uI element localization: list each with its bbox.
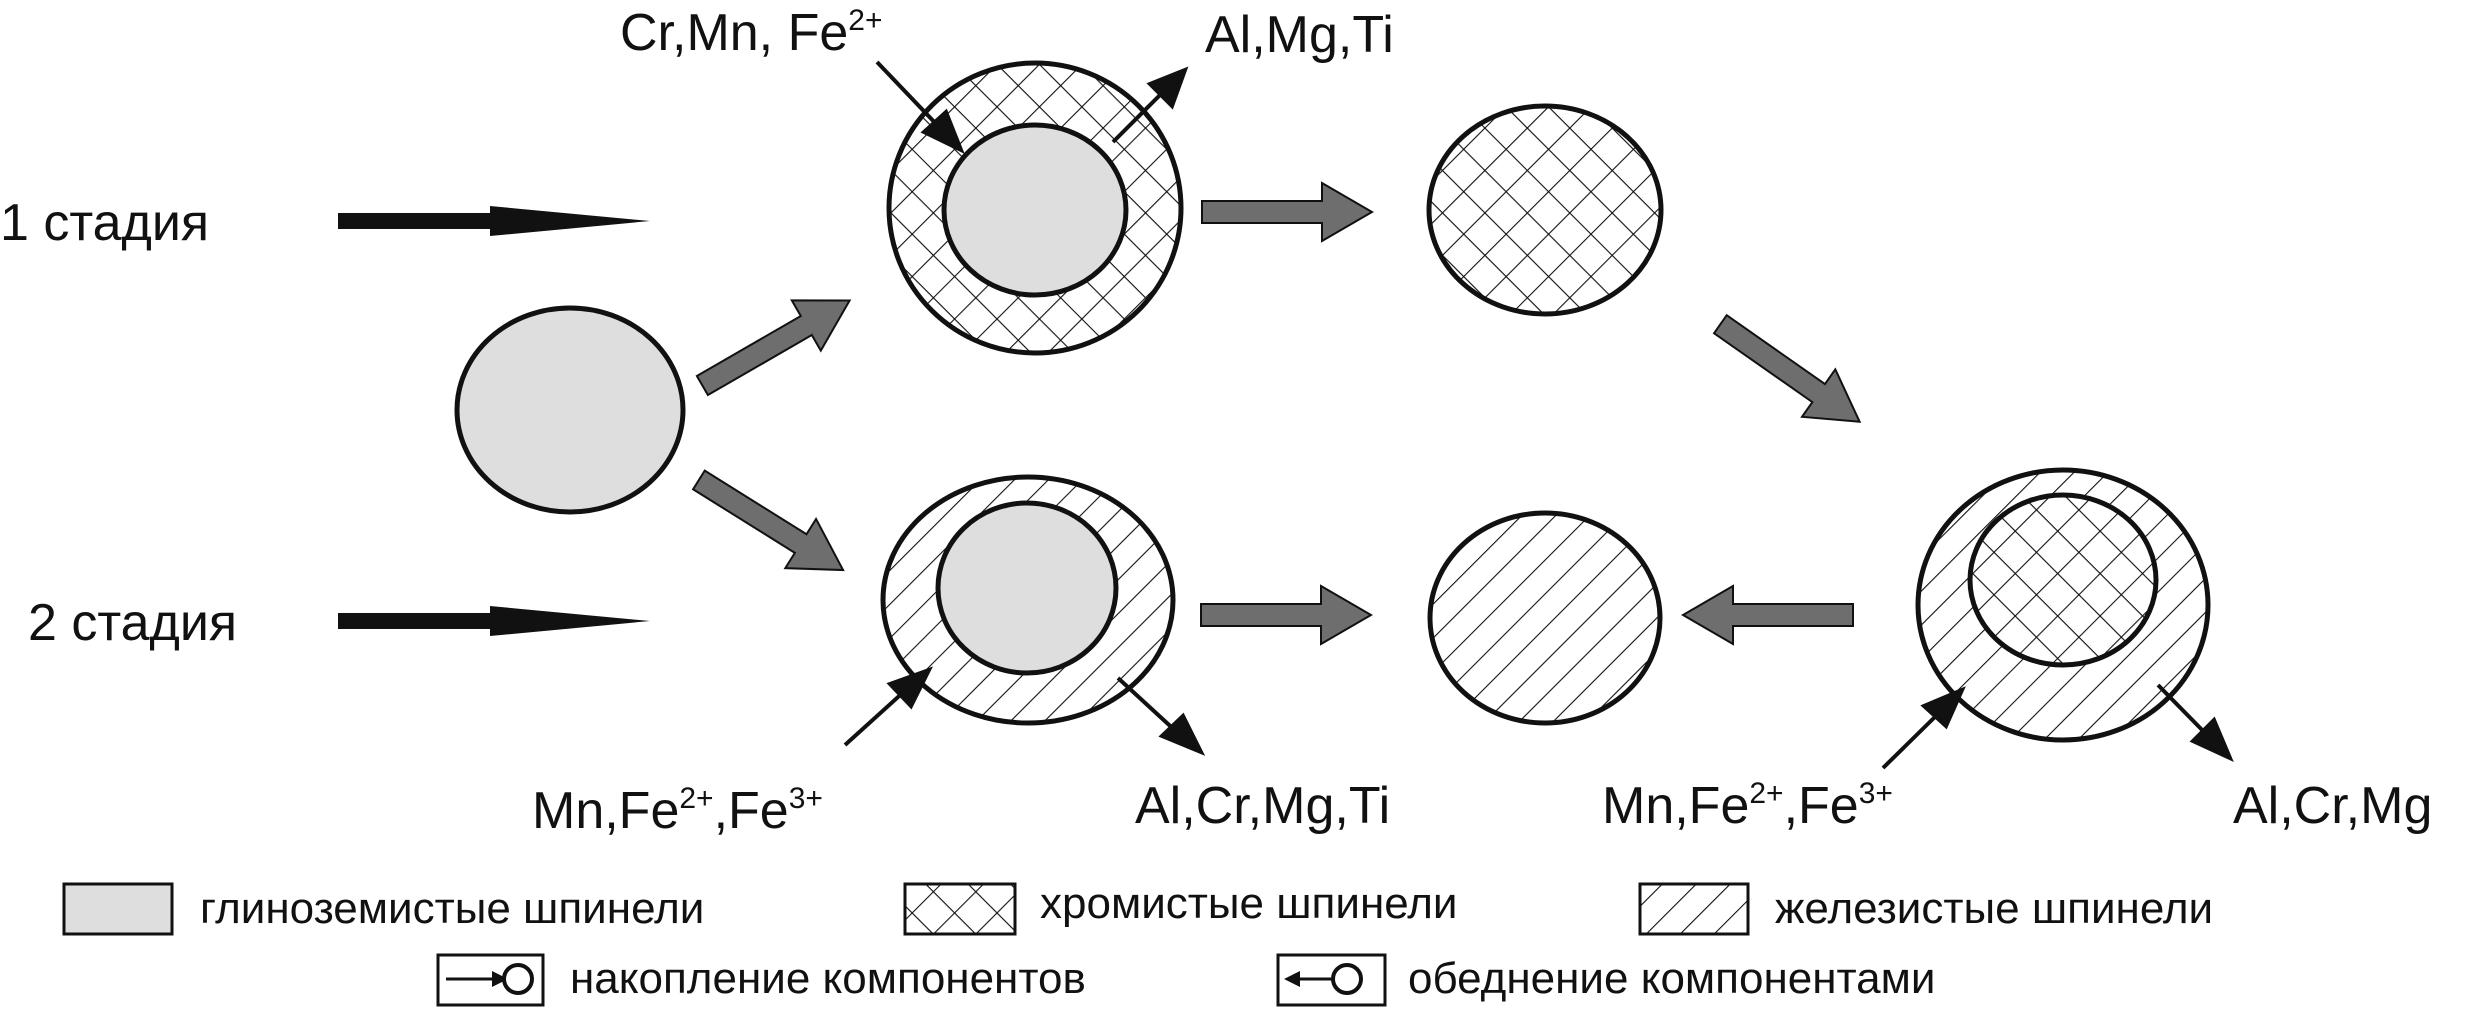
top-zoned-grain-core bbox=[941, 122, 1129, 298]
right-depletion-arrow bbox=[2156, 683, 2234, 762]
right-zoned-grain-core bbox=[1967, 492, 2159, 668]
initial-alumina-grain bbox=[454, 305, 686, 515]
legend-swatch-chromium bbox=[903, 882, 1017, 936]
stage-1-label: 1 стадия bbox=[0, 194, 209, 252]
legend-symbol-accumulation bbox=[436, 953, 545, 1007]
chromium-grain bbox=[1426, 103, 1664, 317]
top-depletion-elements: Al,Mg,Ti bbox=[1205, 6, 1394, 64]
middle-accumulation-elements: Mn,Fe2+,Fe3+ bbox=[532, 782, 823, 840]
top-accumulation-arrow bbox=[875, 60, 965, 155]
right-accumulation-arrow bbox=[1881, 686, 1966, 770]
legend-label-depletion: обеднение компонентами bbox=[1408, 954, 1935, 1003]
middle-accumulation-arrow bbox=[843, 666, 934, 747]
stage-2-label: 2 стадия bbox=[28, 594, 237, 652]
legend-label-alumina: глиноземистые шпинели bbox=[200, 884, 704, 933]
middle-depletion-elements: Al,Cr,Mg,Ti bbox=[1135, 777, 1390, 835]
top-accumulation-elements: Cr,Mn, Fe2+ bbox=[620, 4, 882, 62]
legend-symbol-depletion bbox=[1276, 953, 1387, 1007]
middle-zoned-grain-core bbox=[935, 500, 1119, 676]
right-depletion-elements: Al,Cr,Mg bbox=[2233, 777, 2432, 835]
legend-swatch-alumina bbox=[62, 882, 174, 936]
middle-depletion-arrow bbox=[1116, 676, 1206, 756]
process-arrow-leftward bbox=[1681, 584, 1854, 646]
legend-label-iron: железистые шпинели bbox=[1775, 884, 2213, 933]
process-arrow-top-row bbox=[1201, 181, 1374, 243]
process-arrow-diagonal bbox=[1712, 313, 1862, 423]
legend-swatch-iron bbox=[1638, 882, 1750, 936]
iron-grain bbox=[1427, 510, 1663, 726]
stage-1-arrow bbox=[338, 206, 650, 236]
right-accumulation-elements: Mn,Fe2+,Fe3+ bbox=[1602, 777, 1893, 835]
legend-label-chromium: хромистые шпинели bbox=[1040, 879, 1458, 928]
process-arrow-bottom-row bbox=[1200, 584, 1373, 646]
process-arrow-down bbox=[691, 469, 845, 572]
legend-label-accumulation: накопление компонентов bbox=[570, 954, 1086, 1003]
stage-2-arrow bbox=[338, 606, 650, 636]
process-arrow-up bbox=[695, 299, 852, 397]
top-depletion-arrow bbox=[1111, 66, 1189, 144]
